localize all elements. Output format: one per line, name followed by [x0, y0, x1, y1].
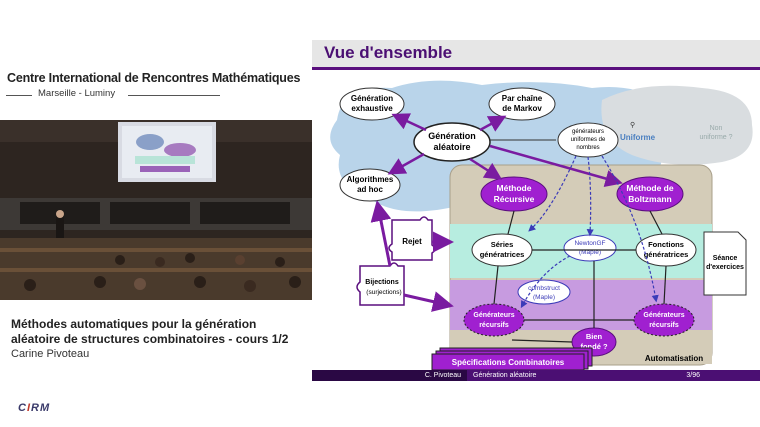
org-subtitle: Marseille - Luminy	[38, 88, 116, 99]
footer-author: C. Pivoteau	[312, 370, 467, 381]
node-algorithmes-2: ad hoc	[357, 185, 383, 194]
footer-topic: Génération aléatoire	[467, 370, 607, 381]
node-bien-fonde-2: fondé ?	[580, 342, 607, 351]
node-gen-rec-left-2: récursifs	[479, 322, 509, 329]
slide-header-bar	[312, 67, 760, 70]
magnifier-icon: ⚲	[630, 121, 635, 129]
node-gen-rec-right: Générateurs	[643, 312, 684, 319]
node-fonctions-2: génératrices	[644, 250, 689, 259]
node-algorithmes: Algorithmes	[347, 175, 394, 184]
node-markov: Par chaîne	[502, 94, 543, 103]
node-bijections: Bijections	[365, 279, 399, 286]
node-specifications: Spécifications Combinatoires	[452, 358, 565, 367]
node-markov-2: de Markov	[502, 104, 542, 113]
node-series-2: génératrices	[480, 250, 525, 259]
divider-left	[6, 95, 32, 96]
slide-panel: Vue d'ensemble Génération exhaustive Par	[312, 40, 760, 385]
node-fonctions: Fonctions	[648, 240, 684, 249]
cirm-logo: CIRM	[18, 402, 51, 414]
node-gen-uniformes: générateurs	[572, 129, 604, 135]
label-non-uniforme-2: uniforme ?	[699, 134, 732, 141]
node-gen-rec-left: Générateurs	[473, 312, 514, 319]
lecture-hall-image	[0, 120, 312, 300]
node-methode-boltz-2: Boltzmann	[628, 194, 671, 204]
node-series: Séries	[491, 240, 514, 249]
divider-right	[128, 95, 220, 96]
node-gen-uniformes-2: uniformes de	[571, 137, 606, 143]
node-methode-boltz: Méthode de	[626, 183, 673, 193]
node-gen-exhaustive: Génération	[351, 94, 393, 103]
node-methode-rec: Méthode	[497, 183, 532, 193]
org-subtitle-row: Marseille - Luminy	[0, 88, 220, 102]
node-bijections-2: (surjections)	[366, 289, 401, 296]
slide-title: Vue d'ensemble	[324, 43, 453, 62]
label-uniforme: Uniforme	[620, 133, 656, 142]
node-gen-aleatoire: Génération	[428, 131, 476, 141]
node-combstruct: combstruct	[528, 285, 560, 292]
overview-diagram: Génération exhaustive Par chaîne de Mark…	[330, 80, 753, 370]
footer-page: 3/96	[607, 370, 760, 381]
node-gen-aleatoire-2: aléatoire	[433, 142, 470, 152]
node-seance: Séance	[713, 255, 738, 262]
label-automatisation: Automatisation	[645, 354, 703, 363]
talk-title-line1: Méthodes automatiques pour la génération	[11, 317, 257, 331]
node-combstruct-2: (Maple)	[533, 294, 555, 301]
node-bien-fonde: Bien	[586, 332, 603, 341]
node-gen-exhaustive-2: exhaustive	[351, 104, 393, 113]
lecture-video-frame[interactable]	[0, 120, 312, 300]
node-newtongf-2: (Maple)	[579, 249, 601, 256]
node-seance-2: d'exercices	[706, 264, 744, 271]
org-title: Centre International de Rencontres Mathé…	[7, 71, 301, 85]
node-newtongf: NewtonGF	[574, 240, 605, 247]
talk-title: Méthodes automatiques pour la génération…	[11, 317, 311, 347]
slide-footer: C. Pivoteau Génération aléatoire 3/96	[312, 370, 760, 381]
speaker-name: Carine Pivoteau	[11, 348, 90, 360]
label-non-uniforme: Non	[710, 125, 723, 132]
talk-title-line2: aléatoire de structures combinatoires - …	[11, 332, 289, 346]
node-rejet: Rejet	[402, 237, 422, 246]
node-gen-rec-right-2: récursifs	[649, 322, 679, 329]
node-gen-uniformes-3: nombres	[576, 145, 599, 151]
node-methode-rec-2: Récursive	[494, 194, 535, 204]
video-info-panel: Centre International de Rencontres Mathé…	[0, 0, 312, 427]
slide-header: Vue d'ensemble	[312, 40, 760, 70]
